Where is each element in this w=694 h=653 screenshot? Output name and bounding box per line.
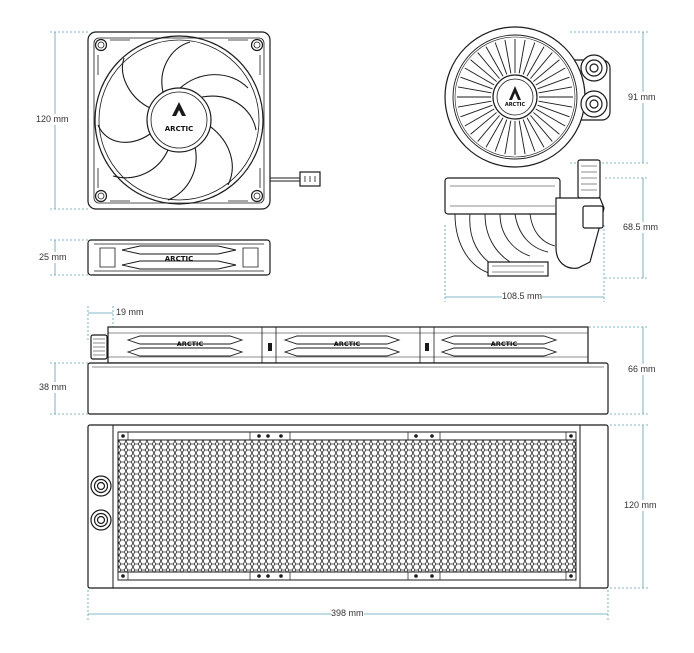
fan-thickness-label: 25 mm bbox=[39, 252, 67, 263]
pump-fin bbox=[522, 42, 536, 75]
pump-fin bbox=[485, 117, 504, 148]
pump-top-view bbox=[444, 26, 611, 168]
pump-fin bbox=[460, 104, 493, 118]
pump-fin bbox=[494, 119, 508, 152]
pump-fin bbox=[464, 67, 495, 86]
pump-fin bbox=[533, 112, 560, 135]
radiator-side-view bbox=[87, 326, 609, 415]
radiator-length-label: 398 mm bbox=[331, 608, 364, 619]
pump-width-label: 108.5 mm bbox=[502, 291, 543, 302]
pump-fin bbox=[460, 76, 493, 90]
fan-height-label: 120 mm bbox=[36, 114, 69, 125]
radiator-fan3-logo: ARCTIC bbox=[491, 340, 518, 348]
pump-fin bbox=[485, 46, 504, 77]
pump-fin bbox=[470, 59, 497, 82]
pump-fin bbox=[494, 42, 508, 75]
pump-fin bbox=[538, 86, 573, 94]
pump-fin bbox=[477, 52, 500, 79]
pump-fin bbox=[518, 120, 526, 155]
pump-fin bbox=[535, 108, 566, 127]
pump-fin bbox=[464, 108, 495, 127]
radiator-fan2-logo: ARCTIC bbox=[334, 340, 361, 348]
pump-fin bbox=[457, 100, 492, 108]
pump-fin bbox=[530, 52, 553, 79]
pump-height-label: 91 mm bbox=[628, 92, 656, 103]
pump-fin bbox=[504, 120, 512, 155]
pump-fin bbox=[457, 86, 492, 94]
radiator-fan1-logo: ARCTIC bbox=[177, 340, 204, 348]
fan-front-view bbox=[87, 31, 321, 210]
pump-fin bbox=[533, 59, 560, 82]
pump-fin bbox=[526, 117, 545, 148]
radiator-height-label: 120 mm bbox=[624, 500, 657, 511]
pump-fin bbox=[477, 115, 500, 142]
pump-top-logo: ARCTIC bbox=[505, 102, 526, 108]
pump-fin bbox=[538, 100, 573, 108]
pump-fin bbox=[530, 115, 553, 142]
radiator-front-view bbox=[87, 424, 609, 589]
pump-fin bbox=[470, 112, 497, 135]
pump-fin bbox=[537, 104, 570, 118]
pump-side-view bbox=[444, 159, 605, 277]
pump-fin bbox=[518, 39, 526, 74]
fan-side-logo: ARCTIC bbox=[165, 255, 193, 263]
radiator-with-fans-label: 66 mm bbox=[628, 364, 656, 375]
pump-depth-label: 68.5 mm bbox=[623, 222, 659, 233]
pump-fin bbox=[537, 76, 570, 90]
pump-fin bbox=[522, 119, 536, 152]
pump-fin bbox=[526, 46, 545, 77]
hose-offset-label: 19 mm bbox=[116, 307, 144, 318]
fan-side-view bbox=[87, 239, 271, 276]
pump-fin bbox=[535, 67, 566, 86]
pump-fin bbox=[504, 39, 512, 74]
radiator-thickness-label: 38 mm bbox=[39, 382, 67, 393]
fan-hub-logo: ARCTIC bbox=[165, 125, 193, 133]
